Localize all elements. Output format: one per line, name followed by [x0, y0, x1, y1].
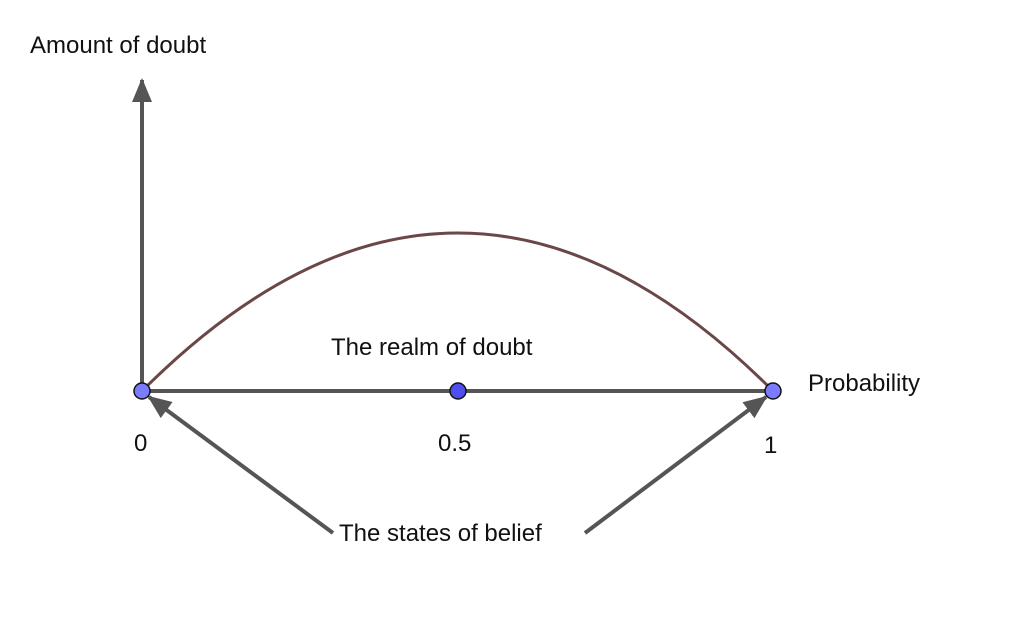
point-half	[449, 382, 467, 400]
arrow-to-one	[583, 395, 768, 535]
doubt-curve	[140, 231, 775, 393]
y-axis-label: Amount of doubt	[30, 32, 207, 59]
realm-label: The realm of doubt	[331, 334, 533, 361]
point-zero	[133, 382, 151, 400]
tick-label-0-5: 0.5	[438, 430, 472, 457]
tick-label-1: 1	[764, 432, 778, 459]
tick-label-0: 0	[134, 430, 148, 457]
x-axis-label: Probability	[808, 370, 921, 397]
arrow-to-zero	[147, 395, 335, 535]
states-label: The states of belief	[337, 520, 544, 548]
point-one	[764, 382, 782, 400]
